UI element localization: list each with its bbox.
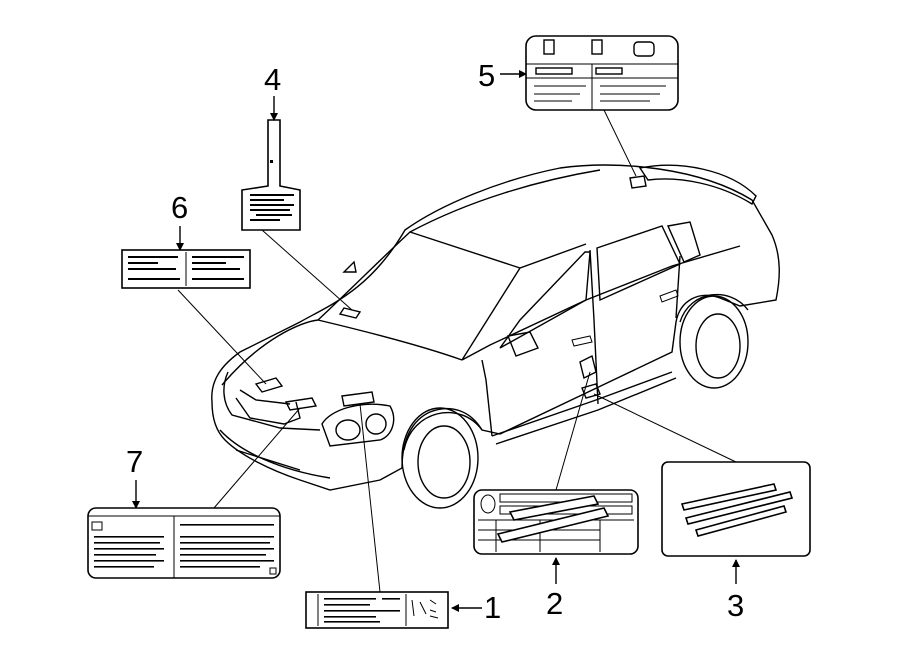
callout-number-4: 4 [264, 62, 281, 97]
callout-4: 4 [264, 62, 281, 121]
callout-number-6: 6 [171, 190, 188, 225]
callout-number-1: 1 [484, 590, 501, 625]
label-3-stripes [661, 461, 811, 557]
callout-number-7: 7 [126, 444, 143, 479]
callout-2: 2 [546, 557, 563, 621]
label-1-vin [305, 591, 449, 629]
callout-5: 5 [478, 58, 527, 93]
car-illustration [211, 164, 780, 509]
callout-number-3: 3 [727, 588, 744, 623]
callout-number-5: 5 [478, 58, 495, 93]
label-2-tire-info [473, 489, 639, 555]
leader-lines [177, 109, 737, 593]
label-6 [121, 249, 251, 289]
callout-7: 7 [126, 444, 143, 509]
callout-6: 6 [171, 190, 188, 251]
callout-3: 3 [727, 559, 744, 623]
callout-number-2: 2 [546, 586, 563, 621]
label-4-tag [241, 119, 301, 231]
label-7-emissions [87, 507, 281, 579]
label-5-fuel-panel [525, 35, 679, 111]
callout-1: 1 [451, 590, 501, 625]
